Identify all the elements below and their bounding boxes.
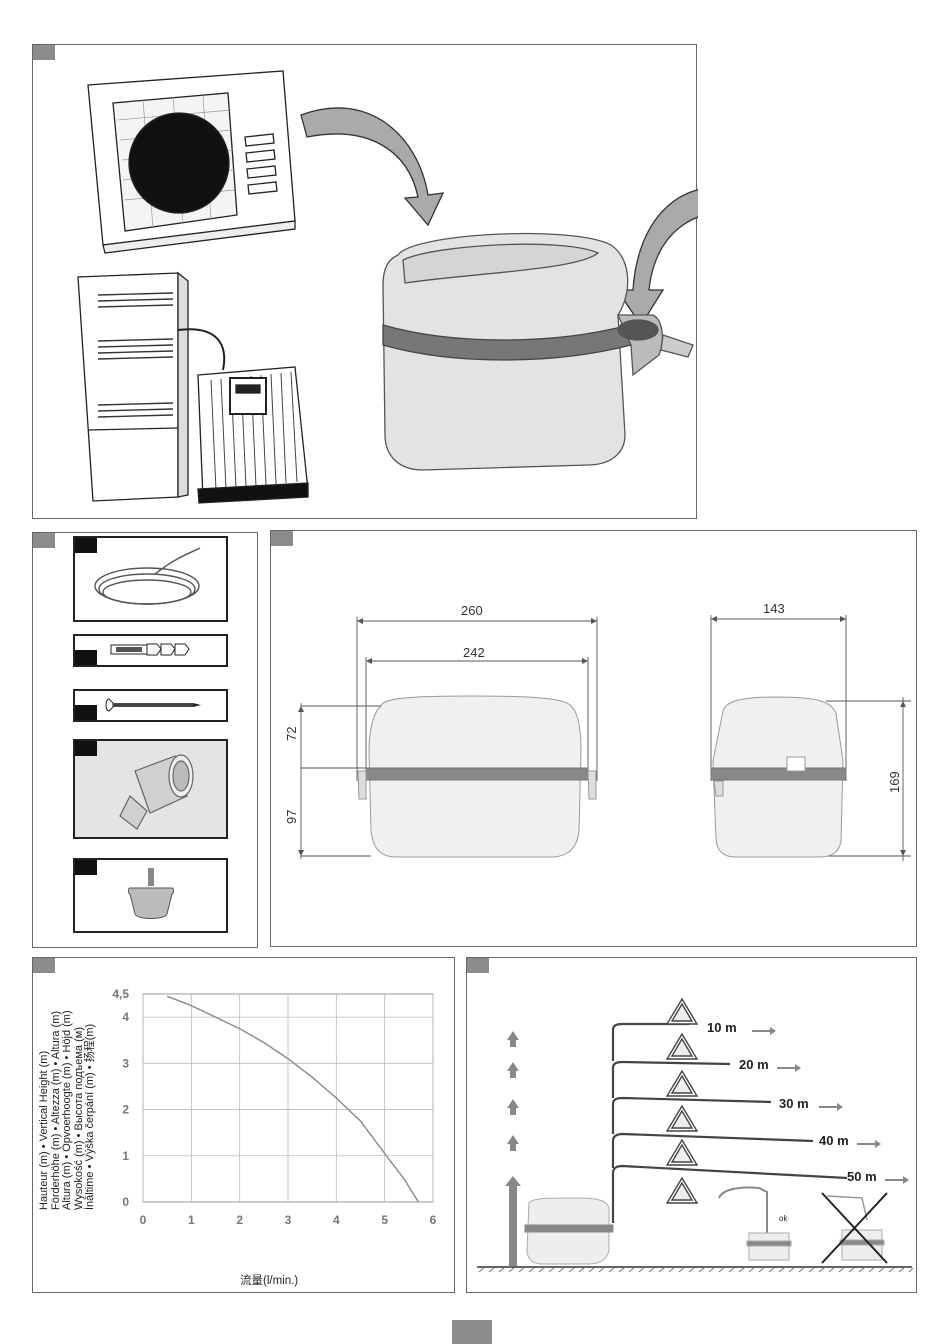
condensate-pump-icon bbox=[525, 1198, 613, 1264]
dimension-97: 97 bbox=[284, 810, 299, 824]
panel-accessories bbox=[32, 532, 258, 948]
dimension-260: 260 bbox=[461, 603, 483, 618]
distance-10m: 10 m bbox=[707, 1020, 737, 1035]
accessory-filter bbox=[73, 858, 228, 933]
x-tick-label: 4 bbox=[333, 1213, 340, 1227]
y-tick-label: 4 bbox=[122, 1010, 129, 1024]
filter-icon bbox=[75, 860, 226, 931]
distance-20m: 20 m bbox=[739, 1057, 769, 1072]
outdoor-ac-unit-icon bbox=[88, 71, 295, 253]
x-tick-label: 6 bbox=[430, 1213, 437, 1227]
panel-performance-curve: Hauteur (m) • Vertical Height (m) Förder… bbox=[32, 957, 455, 1293]
accessory-wall-plugs bbox=[73, 634, 228, 667]
dimension-drawing bbox=[271, 531, 918, 948]
dimension-169: 169 bbox=[887, 771, 902, 793]
dimension-242: 242 bbox=[463, 645, 485, 660]
y-tick-label: 0 bbox=[122, 1195, 129, 1209]
x-tick-label: 1 bbox=[188, 1213, 195, 1227]
panel-overview: ❄❄❄ bbox=[32, 44, 697, 519]
adapter-icon bbox=[75, 741, 226, 837]
accessory-tube bbox=[73, 536, 228, 622]
flow-curve-chart: 0 1 2 3 4 5 6 0 1 2 3 4 4,5 bbox=[33, 958, 456, 1294]
x-tick-label: 0 bbox=[140, 1213, 147, 1227]
front-view-pump-icon bbox=[358, 696, 596, 857]
screw-icon bbox=[75, 691, 226, 720]
panel-tag bbox=[33, 533, 55, 548]
tube-coil-icon bbox=[75, 538, 226, 620]
warning-triangle-icon bbox=[667, 999, 697, 1203]
overview-illustration: ❄❄❄ bbox=[33, 45, 698, 520]
pump-not-ok-icon bbox=[822, 1193, 887, 1263]
y-tick-label: 4,5 bbox=[112, 987, 129, 1001]
accessory-adapter bbox=[73, 739, 228, 839]
distance-30m: 30 m bbox=[779, 1096, 809, 1111]
distance-40m: 40 m bbox=[819, 1133, 849, 1148]
y-tick-label: 3 bbox=[122, 1056, 129, 1070]
panel-dimensions: 260 242 72 97 143 169 bbox=[270, 530, 917, 947]
x-tick-label: 5 bbox=[381, 1213, 388, 1227]
installation-diagram bbox=[467, 958, 918, 1294]
page-number-box bbox=[452, 1320, 492, 1344]
x-tick-label: 2 bbox=[236, 1213, 243, 1227]
evaporator-coil-icon bbox=[198, 367, 308, 503]
accessory-screws bbox=[73, 689, 228, 722]
x-tick-label: 3 bbox=[285, 1213, 292, 1227]
side-view-pump-icon bbox=[711, 697, 846, 857]
up-arrow-icon bbox=[505, 1031, 521, 1266]
right-arrow-icon bbox=[752, 1027, 909, 1184]
ok-label: ok bbox=[779, 1214, 787, 1223]
y-tick-label: 2 bbox=[122, 1103, 129, 1117]
wall-plug-icon bbox=[75, 636, 226, 665]
dimension-143: 143 bbox=[763, 601, 785, 616]
y-tick-label: 1 bbox=[122, 1149, 129, 1163]
curve-x-axis-label: 流量(l/min.) bbox=[240, 1272, 298, 1288]
distance-50m: 50 m bbox=[847, 1169, 877, 1184]
dimension-72: 72 bbox=[284, 727, 299, 741]
panel-installation: 10 m 20 m 30 m 40 m 50 m ok bbox=[466, 957, 917, 1293]
pump-ok-icon bbox=[719, 1187, 791, 1260]
